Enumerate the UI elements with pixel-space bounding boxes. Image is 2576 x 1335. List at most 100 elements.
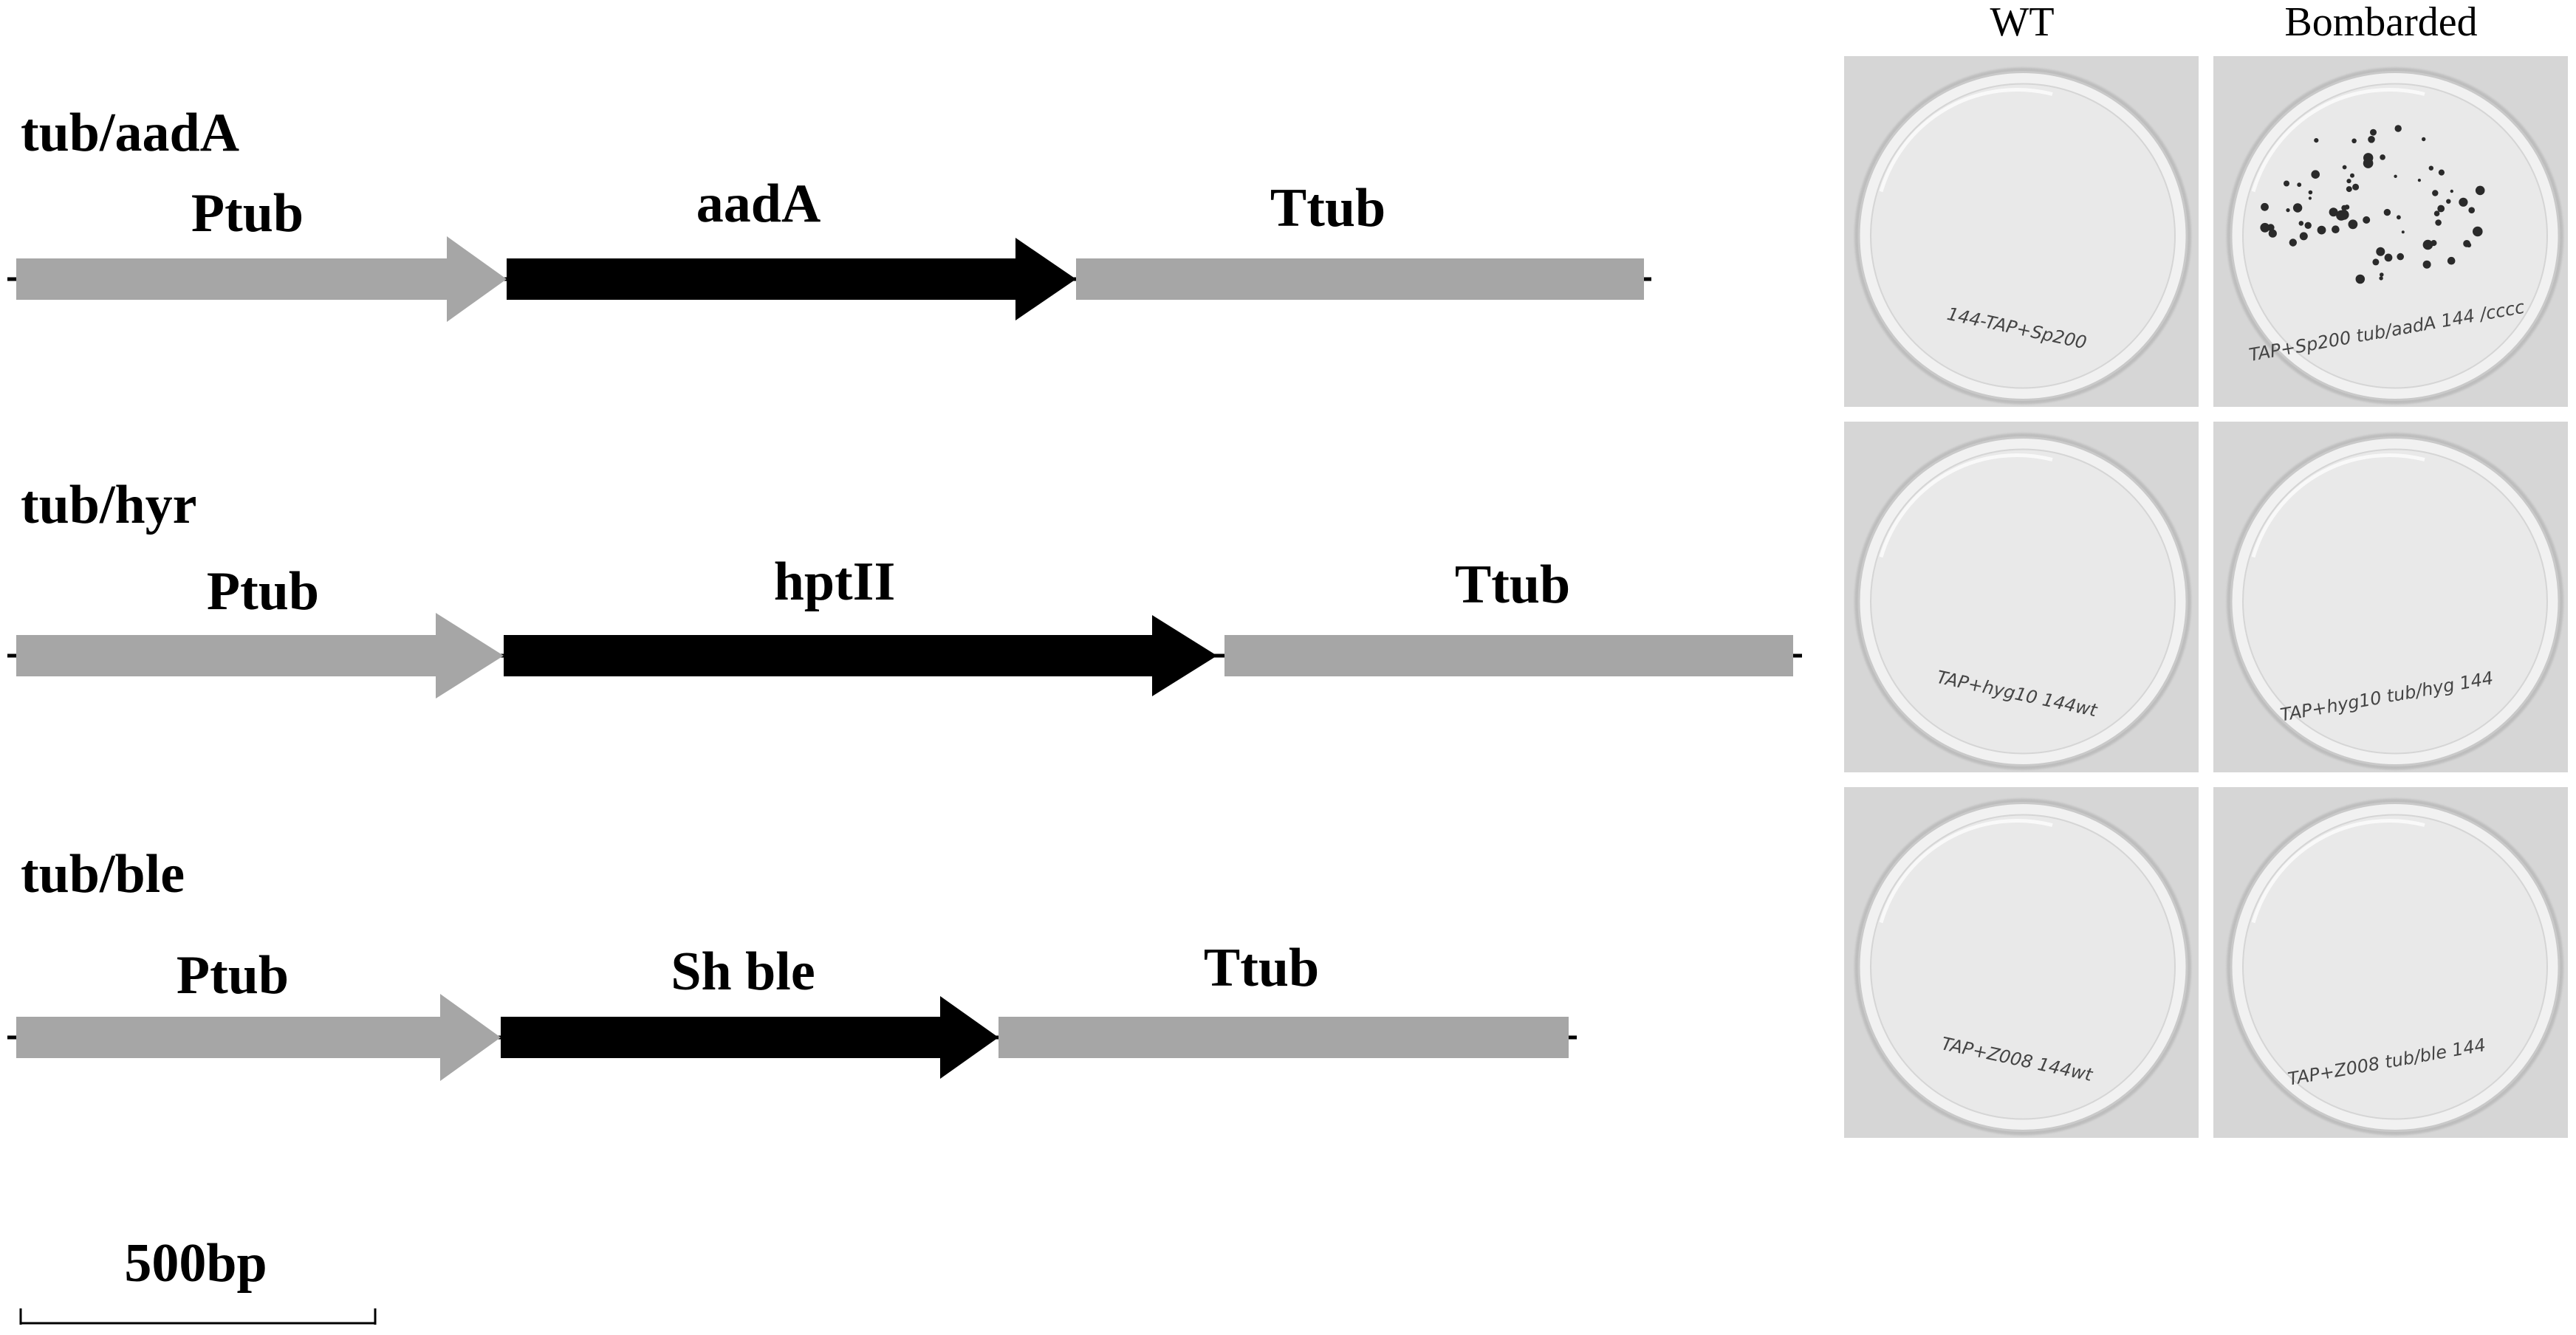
colony bbox=[2317, 225, 2326, 235]
colony bbox=[2397, 215, 2401, 220]
colony bbox=[2422, 260, 2431, 269]
promoter-arrow bbox=[16, 613, 504, 699]
colony bbox=[2260, 222, 2270, 233]
terminator-label: Ttub bbox=[1455, 555, 1570, 615]
scale-bar: 500bp bbox=[19, 1233, 377, 1325]
agar-surface bbox=[1870, 83, 2176, 389]
colony bbox=[2475, 185, 2485, 196]
colony bbox=[2380, 272, 2384, 277]
colony bbox=[2284, 180, 2289, 187]
plate-photo-bombarded-1: TAP+Sp200 tub/aadA 144 /cccc bbox=[2213, 56, 2568, 407]
colony bbox=[2394, 174, 2397, 178]
colony bbox=[2384, 253, 2393, 262]
colony bbox=[2468, 207, 2475, 213]
colony bbox=[2352, 183, 2360, 191]
colony bbox=[2298, 221, 2304, 226]
colony bbox=[2433, 210, 2440, 216]
promoter-arrow bbox=[16, 994, 501, 1081]
column-header-wt: WT bbox=[1990, 0, 2054, 45]
colony bbox=[2297, 182, 2302, 188]
promoter-arrow bbox=[16, 236, 507, 322]
marker-label: aadA bbox=[696, 174, 821, 234]
colony bbox=[2401, 230, 2405, 234]
colony bbox=[2314, 138, 2319, 143]
colony bbox=[2428, 165, 2433, 171]
colony bbox=[2394, 125, 2402, 132]
colony bbox=[2329, 207, 2338, 217]
construct-name: tub/hyr bbox=[21, 475, 197, 535]
colony bbox=[2466, 242, 2472, 248]
colony bbox=[2432, 190, 2439, 196]
plate-photo-wt-1: 144-TAP+Sp200 bbox=[1844, 56, 2199, 407]
colony bbox=[2363, 216, 2371, 224]
marker-arrow bbox=[504, 615, 1217, 696]
dish-highlight bbox=[1879, 453, 2053, 558]
colony bbox=[2341, 205, 2347, 211]
colony bbox=[2355, 274, 2366, 284]
terminator-label: Ttub bbox=[1204, 938, 1319, 998]
terminator-bar bbox=[1224, 635, 1793, 676]
colony bbox=[2363, 153, 2374, 163]
terminator-label: Ttub bbox=[1270, 178, 1385, 238]
marker-label: hptII bbox=[774, 552, 896, 612]
colony bbox=[2397, 253, 2404, 261]
colony bbox=[2332, 225, 2340, 233]
agar-surface bbox=[2242, 83, 2548, 389]
agar-surface bbox=[2242, 814, 2548, 1120]
colony bbox=[2286, 208, 2290, 213]
agar-surface bbox=[2242, 448, 2548, 755]
plate-photo-wt-3: TAP+Z008 144wt bbox=[1844, 787, 2199, 1138]
colony bbox=[2450, 189, 2453, 193]
marker-arrow bbox=[501, 996, 998, 1079]
colony bbox=[2311, 170, 2320, 179]
colony bbox=[2473, 226, 2483, 237]
colony bbox=[2372, 258, 2380, 266]
plate-photo-wt-2: TAP+hyg10 144wt bbox=[1844, 422, 2199, 772]
promoter-label: Ptub bbox=[177, 945, 289, 1006]
colony bbox=[2370, 128, 2377, 136]
construct-tub-ble: tub/ble Ptub Sh ble Ttub bbox=[7, 844, 1577, 1081]
column-header-bombarded: Bombarded bbox=[2284, 0, 2477, 45]
colony bbox=[2304, 222, 2312, 229]
plate-photo-bombarded-2: TAP+hyg10 tub/hyg 144 bbox=[2213, 422, 2568, 772]
terminator-bar bbox=[1076, 258, 1644, 300]
colony bbox=[2380, 154, 2385, 160]
promoter-label: Ptub bbox=[191, 183, 304, 244]
colony bbox=[2351, 138, 2357, 144]
colony bbox=[2308, 196, 2312, 200]
terminator-bar bbox=[998, 1017, 1569, 1058]
construct-name: tub/aadA bbox=[21, 103, 239, 163]
agar-surface bbox=[1870, 814, 2176, 1120]
colony bbox=[2422, 137, 2426, 142]
colony bbox=[2417, 179, 2421, 182]
marker-label: Sh ble bbox=[671, 941, 815, 1002]
colony bbox=[2350, 173, 2354, 178]
colony bbox=[2368, 136, 2375, 143]
colony bbox=[2261, 202, 2269, 211]
colony bbox=[2435, 219, 2442, 226]
dish-highlight bbox=[1879, 87, 2053, 193]
scale-bar-label: 500bp bbox=[124, 1233, 267, 1294]
promoter-label: Ptub bbox=[207, 561, 319, 622]
colony bbox=[2346, 179, 2351, 184]
colony bbox=[2342, 165, 2347, 170]
colony bbox=[2462, 200, 2467, 205]
agar-surface bbox=[1870, 448, 2176, 755]
colony bbox=[2447, 256, 2456, 265]
colony bbox=[2348, 219, 2358, 230]
colony bbox=[2292, 203, 2303, 213]
colony bbox=[2438, 169, 2445, 176]
colony bbox=[2338, 210, 2349, 220]
colony bbox=[2376, 247, 2385, 256]
colony bbox=[2289, 238, 2297, 247]
dish-highlight bbox=[2251, 818, 2425, 924]
dish-highlight bbox=[1879, 818, 2053, 924]
colony bbox=[2437, 205, 2445, 213]
construct-name: tub/ble bbox=[21, 844, 185, 905]
colony bbox=[2299, 232, 2308, 241]
colony bbox=[2422, 239, 2433, 250]
dish-highlight bbox=[2251, 87, 2425, 193]
construct-tub-hyr: tub/hyr Ptub hptII Ttub bbox=[7, 475, 1802, 699]
